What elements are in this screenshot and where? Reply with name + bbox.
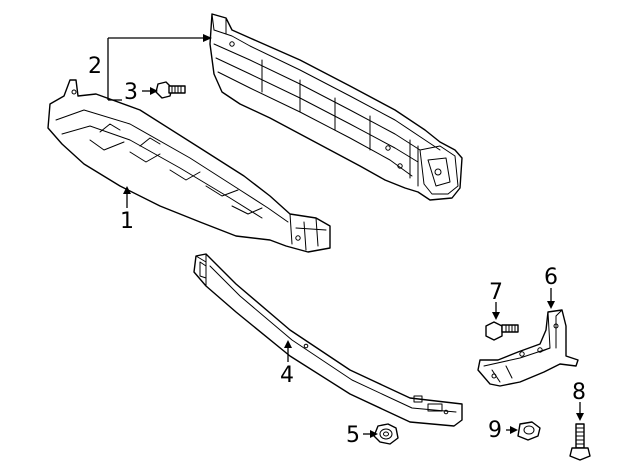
lower-reinforcement-bar[interactable] [193,253,463,427]
callout-4: 4 [280,340,294,388]
bracket-nut[interactable] [517,421,541,441]
lower-absorber[interactable] [47,79,331,253]
callout-number: 7 [489,280,503,305]
callout-number: 4 [280,363,294,388]
callout-5: 5 [346,423,378,448]
callout-1: 1 [120,186,134,234]
callout-8: 8 [572,380,586,421]
callout-number: 3 [124,80,138,105]
callout-number: 5 [346,423,360,448]
mounting-bracket[interactable] [477,309,579,387]
bracket-stud-bolt[interactable] [569,423,591,461]
callout-7: 7 [489,280,503,320]
callout-3: 3 [124,80,158,105]
callout-6: 6 [544,265,558,309]
callout-9: 9 [488,418,518,443]
callout-number: 9 [488,418,502,443]
callout-number: 6 [544,265,558,290]
impact-bar-reinforcement[interactable] [209,13,463,201]
bar-bolt[interactable] [155,81,186,99]
callout-number: 2 [88,54,102,79]
callout-2: 2 [88,34,212,101]
nut[interactable] [373,423,399,445]
callout-number: 1 [120,209,134,234]
callout-number: 8 [572,380,586,405]
bracket-bolt[interactable] [485,321,519,341]
